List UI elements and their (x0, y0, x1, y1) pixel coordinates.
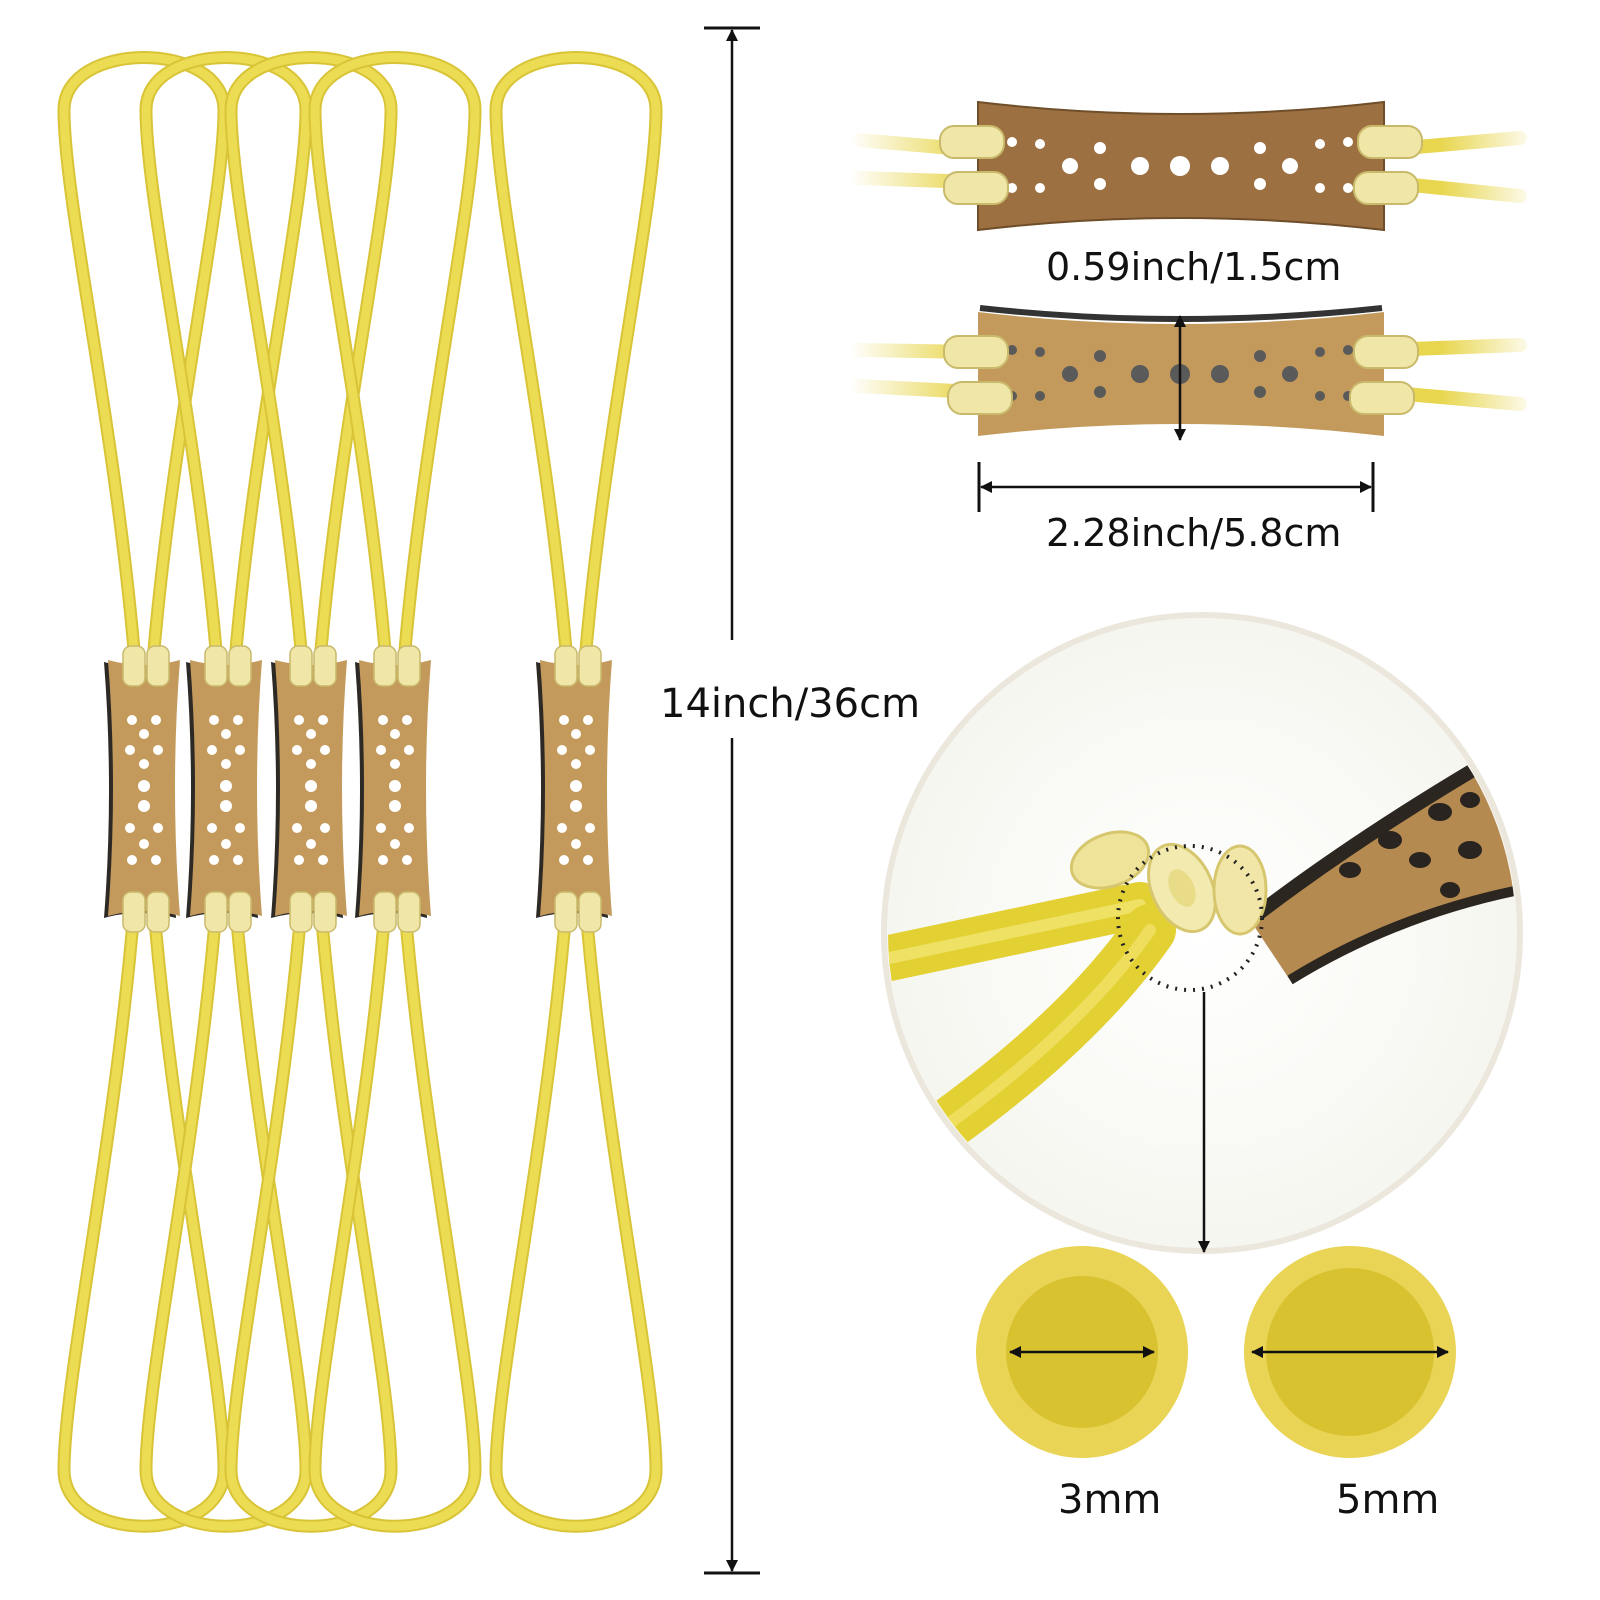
pouch-hole (1062, 366, 1078, 382)
tube-cross-section-large (1244, 1246, 1456, 1458)
pouch-back-view (850, 100, 1540, 232)
tube-cross-section-small (976, 1246, 1188, 1458)
pouch-width-label: 0.59inch/1.5cm (1046, 245, 1342, 289)
pouch-hole (1035, 391, 1045, 401)
pouch-hole (1343, 183, 1353, 193)
pouch-hole (1282, 158, 1298, 174)
tube-large-label: 5mm (1336, 1477, 1440, 1523)
pouch-hole (1094, 142, 1106, 154)
length-dimension (704, 26, 760, 1575)
detail-magnifier (881, 612, 1523, 1254)
pouch-hole (1035, 347, 1045, 357)
pouch-length-dimension (977, 462, 1375, 512)
pouch-hole (1007, 345, 1017, 355)
pouch-hole (1211, 157, 1229, 175)
sling-bands-group (57, 51, 663, 1533)
sling-band (308, 51, 482, 1533)
tube-small-label: 3mm (1058, 1477, 1162, 1523)
pouch-hole (1094, 386, 1106, 398)
pouch-hole (1007, 137, 1017, 147)
pouch-hole (1170, 156, 1190, 176)
pouch-hole (1282, 366, 1298, 382)
pouch-hole (1315, 347, 1325, 357)
pouch-hole (1315, 391, 1325, 401)
pouch-hole (1094, 350, 1106, 362)
pouch-hole (1254, 142, 1266, 154)
pouch-hole (1254, 350, 1266, 362)
pouch-hole (1035, 139, 1045, 149)
pouch-hole (1315, 139, 1325, 149)
overall-length-label: 14inch/36cm (660, 681, 921, 727)
sling-band (139, 51, 313, 1533)
pouch-length-label: 2.28inch/5.8cm (1046, 511, 1342, 555)
pouch-hole (1035, 183, 1045, 193)
pouch-hole (1131, 365, 1149, 383)
pouch-hole (1254, 178, 1266, 190)
sling-band (57, 51, 231, 1533)
sling-band (224, 51, 398, 1533)
pouch-hole (1007, 183, 1017, 193)
pouch-hole (1094, 178, 1106, 190)
pouch-hole (1315, 183, 1325, 193)
pouch-front-view (850, 305, 1540, 441)
pouch-hole (1343, 345, 1353, 355)
pouch-hole (1254, 386, 1266, 398)
sling-band (489, 51, 663, 1533)
pouch-hole (1343, 137, 1353, 147)
pouch-hole (1062, 158, 1078, 174)
pouch-hole (1131, 157, 1149, 175)
pouch-hole (1211, 365, 1229, 383)
